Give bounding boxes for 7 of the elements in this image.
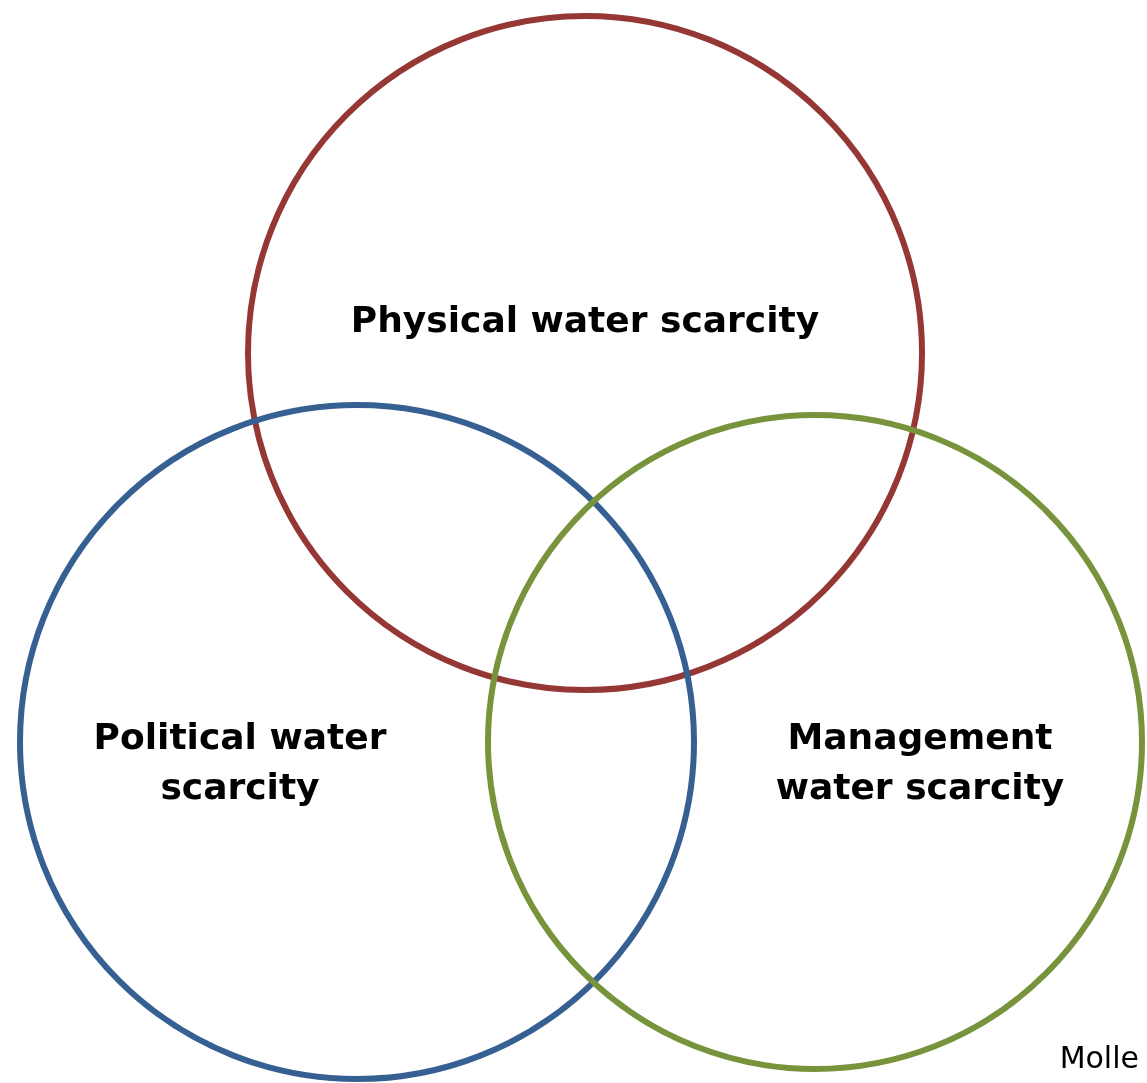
venn-circle (245, 13, 925, 693)
source-note: Molle (1059, 1040, 1139, 1075)
circle-label: Physical water scarcity (349, 298, 821, 342)
venn-circle (17, 402, 697, 1082)
circle-label: Political water scarcity (92, 715, 388, 809)
circle-label: Management water scarcity (774, 715, 1066, 809)
venn-circle (485, 412, 1145, 1072)
